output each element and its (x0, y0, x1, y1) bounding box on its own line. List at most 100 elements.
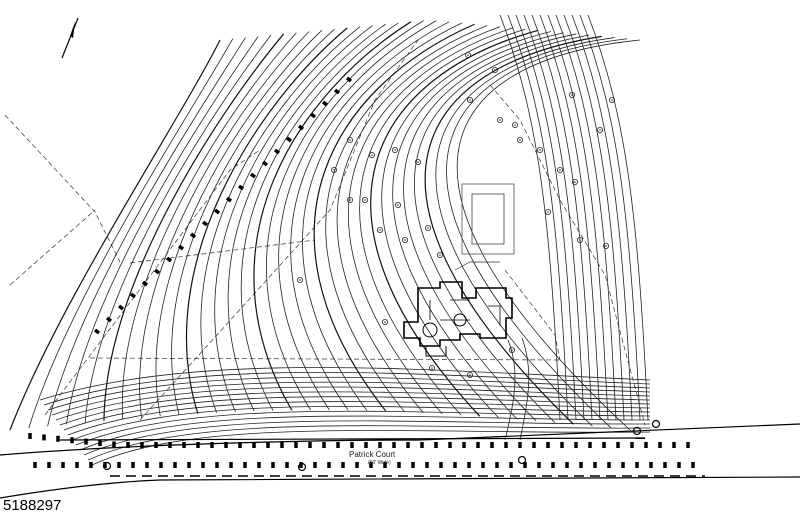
tree-icon (376, 226, 383, 233)
contour-line (499, 14, 561, 421)
tree-icon (609, 97, 616, 104)
contour-line (571, 14, 633, 421)
tree-icon (537, 146, 544, 153)
tree-icon (491, 67, 498, 74)
tree-icon (436, 251, 443, 258)
contour-line (240, 22, 399, 411)
contour-line (446, 38, 628, 429)
tree-icon (394, 201, 401, 208)
tree-icon (439, 254, 441, 256)
listing-id-label: 5188297 (3, 497, 62, 514)
slope-tick (345, 76, 353, 83)
tree-icon (559, 169, 561, 171)
tree-icon (364, 199, 366, 201)
contour-line (51, 381, 651, 416)
house-footprint (403, 281, 513, 357)
tree-icon (514, 124, 516, 126)
slope-tick (201, 220, 209, 227)
slope-tick (285, 136, 293, 143)
contour-line (83, 420, 651, 456)
contour-line (65, 36, 259, 425)
tree-icon (464, 52, 471, 59)
utility-symbol-icon (297, 462, 307, 472)
contour-line (531, 14, 593, 421)
tree-icon (379, 229, 381, 231)
contour-line (253, 21, 412, 411)
tree-icon (299, 279, 301, 281)
tree-icon (496, 117, 503, 124)
contour-line (71, 406, 651, 441)
road-width-label: (50' Wide) (368, 460, 391, 466)
slope-tick (309, 112, 317, 119)
contour-line (547, 14, 609, 421)
contour-line (155, 30, 323, 417)
tree-icon (572, 178, 579, 185)
road-name-label: Patrick Court (349, 450, 396, 459)
contour-lines (9, 14, 651, 466)
tree-icon (519, 139, 521, 141)
contour-line (456, 39, 641, 431)
tree-icon (466, 97, 473, 104)
court-outline (461, 183, 515, 255)
tree-icon (557, 166, 564, 173)
contour-line (414, 34, 590, 423)
tree-icon (381, 318, 388, 325)
contour-line (325, 25, 488, 413)
contour-line (79, 415, 651, 451)
contour-line (63, 396, 651, 431)
contour-line (278, 20, 437, 411)
contour-line (392, 32, 564, 420)
tree-icon (469, 374, 471, 376)
slope-tick (165, 256, 173, 263)
slope-tick (153, 268, 161, 275)
tree-icon (394, 149, 396, 151)
contour-line (539, 14, 601, 421)
tree-icon (428, 364, 435, 371)
tree-icon (349, 139, 351, 141)
contour-line (348, 27, 513, 414)
tree-icon (611, 99, 613, 101)
contour-line (587, 14, 649, 421)
tree-icon (574, 181, 576, 183)
tree-icon (346, 136, 353, 143)
slope-tick (117, 304, 125, 311)
slope-tick (297, 124, 305, 131)
road-patrick-court (0, 423, 800, 499)
tree-icon (579, 239, 581, 241)
contour-line (59, 391, 651, 426)
slope-tick (225, 196, 233, 203)
contour-line (313, 23, 475, 412)
tree-icon (539, 149, 541, 151)
tree-icon (467, 54, 469, 56)
utility-symbol-icon (517, 455, 527, 465)
tree-icon (384, 321, 386, 323)
tree-icon (401, 236, 408, 243)
contour-line (185, 27, 348, 414)
tree-icon (547, 211, 549, 213)
tree-icon (597, 127, 604, 134)
slope-tick (321, 100, 329, 107)
slope-tick (105, 316, 113, 323)
slope-tick (273, 148, 281, 155)
tree-icon (368, 151, 375, 158)
slope-tick (129, 292, 137, 299)
tree-icon (603, 242, 610, 249)
contour-line (67, 401, 651, 436)
tree-icon (391, 146, 398, 153)
slope-tick (177, 244, 185, 251)
contour-line (47, 376, 651, 411)
tree-icon (512, 122, 519, 129)
contour-line (290, 21, 450, 411)
contour-line (523, 14, 585, 421)
contour-line (47, 37, 246, 427)
contour-line (424, 35, 602, 425)
tree-icon (431, 367, 433, 369)
tree-icon (424, 224, 431, 231)
tree-icon (517, 136, 524, 143)
contour-line (266, 20, 424, 411)
slope-tick (249, 172, 257, 179)
slope-tick (237, 184, 245, 191)
north-arrow-icon (61, 17, 79, 59)
slope-tick (189, 232, 197, 239)
